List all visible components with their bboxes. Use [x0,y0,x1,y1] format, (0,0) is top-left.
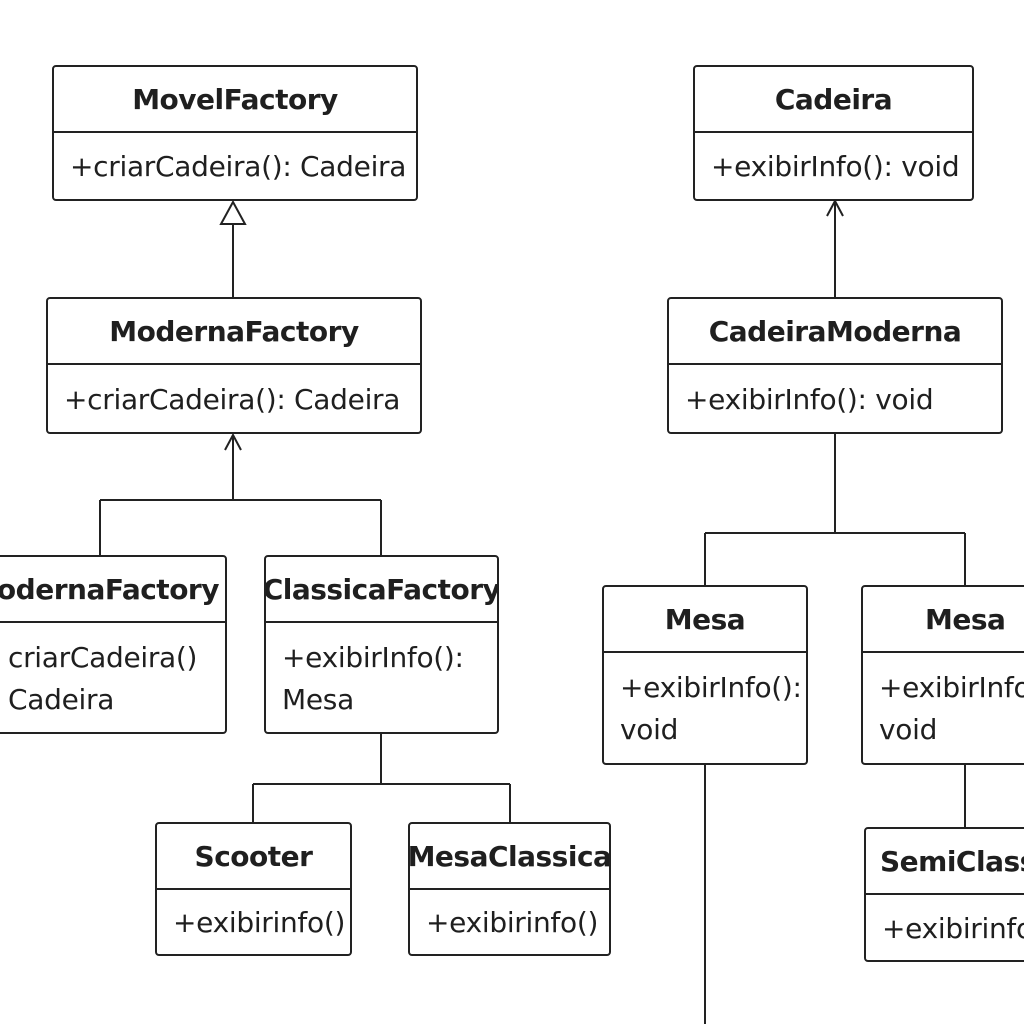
class-classica-factory[interactable]: ClassicaFactory +exibirInfo(): Mesa [264,555,499,734]
class-name: MesaClassica [410,824,609,890]
class-movel-factory[interactable]: MovelFactory +criarCadeira(): Cadeira [52,65,418,201]
method: +exibirInfo(): void [685,382,934,416]
class-name: Mesa [863,587,1024,653]
method: +exibirInfo [879,671,1024,704]
class-name: MovelFactory [54,67,416,133]
method: void [620,713,679,746]
method: +exibirInfo(): [620,671,802,704]
class-methods: +exibirInfo(): Mesa [266,623,497,732]
class-methods: +exibirInfo(): void [669,365,1001,432]
class-name: Scooter [157,824,350,890]
method: +criarCadeira(): Cadeira [64,382,401,416]
class-methods: +exibirInfo(): void [695,133,972,199]
class-name: Cadeira [695,67,972,133]
class-cadeira[interactable]: Cadeira +exibirInfo(): void [693,65,974,201]
method: Cadeira [8,682,115,716]
open-arrowhead [826,198,844,217]
class-moderna-factory-left[interactable]: ModernaFactory criarCadeira() Cadeira [0,555,227,734]
class-methods: +exibirInfo(): void [604,653,806,763]
class-name: ClassicaFactory [266,557,497,623]
class-methods: +exibirinfo() [410,890,609,954]
class-methods: +exibirinfo [866,895,1024,960]
class-name: ModernaFactory [48,299,420,365]
method: +exibirInfo(): [282,640,464,674]
method: criarCadeira() [8,640,198,674]
class-mesa[interactable]: Mesa +exibirInfo(): void [602,585,808,765]
method: +exibirinfo() [426,906,599,939]
method: +exibirinfo() [173,906,346,939]
class-methods: +criarCadeira(): Cadeira [48,365,420,432]
method: void [879,713,938,746]
class-cadeira-moderna[interactable]: CadeiraModerna +exibirInfo(): void [667,297,1003,434]
class-name: Mesa [604,587,806,653]
class-mesa-right[interactable]: Mesa +exibirInfo void [861,585,1024,765]
class-semi-classica[interactable]: SemiClass +exibirinfo [864,827,1024,962]
class-methods: +exibirInfo void [863,653,1024,763]
class-name: ModernaFactory [0,557,225,623]
class-methods: criarCadeira() Cadeira [0,623,225,732]
generalization-arrowhead [219,199,247,225]
method: +exibirinfo [882,911,1024,945]
class-methods: +exibirinfo() [157,890,350,954]
class-name: CadeiraModerna [669,299,1001,365]
class-methods: +criarCadeira(): Cadeira [54,133,416,199]
method: +exibirInfo(): void [711,150,960,183]
open-arrowhead [224,432,242,451]
class-name: SemiClass [866,829,1024,895]
method: +criarCadeira(): Cadeira [70,150,407,183]
class-scooter[interactable]: Scooter +exibirinfo() [155,822,352,956]
method: Mesa [282,682,354,716]
class-moderna-factory[interactable]: ModernaFactory +criarCadeira(): Cadeira [46,297,422,434]
class-mesa-classica[interactable]: MesaClassica +exibirinfo() [408,822,611,956]
